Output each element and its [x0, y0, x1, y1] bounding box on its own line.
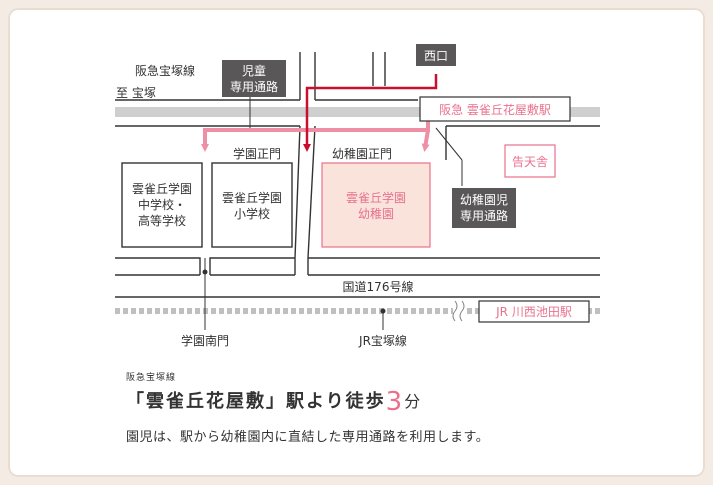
svg-text:JR 川西池田駅: JR 川西池田駅: [495, 305, 572, 319]
route-from-west-exit: [303, 74, 438, 152]
svg-text:西口: 西口: [424, 49, 448, 63]
gakuen-main-gate-label: 学園正門: [233, 146, 281, 161]
child-path: [201, 113, 430, 152]
jr-station-box: [478, 300, 590, 323]
route-176-label: 国道176号線: [343, 279, 414, 294]
svg-text:専用通路: 専用通路: [460, 208, 508, 223]
access-note: 園児は、駅から幼稚園内に直結した専用通路を利用します。: [126, 430, 490, 445]
svg-text:幼稚園児: 幼稚園児: [460, 193, 508, 207]
hankyu-line-label: 阪急宝塚線: [135, 63, 195, 78]
svg-text:児童: 児童: [242, 63, 266, 78]
svg-text:告天舎: 告天舎: [512, 155, 548, 169]
middle-high-school-block: [121, 162, 203, 248]
hankyu-station-box: [419, 96, 571, 122]
to-takarazuka-label: 至 宝塚: [116, 86, 156, 100]
walk-minutes: 3: [385, 387, 405, 417]
svg-text:小学校: 小学校: [234, 206, 270, 221]
kindergarten-path-tag: [452, 188, 516, 228]
walk-time-headline: 「雲雀丘花屋敷」駅より徒歩3分: [126, 387, 423, 417]
svg-text:高等学校: 高等学校: [138, 213, 186, 228]
svg-text:阪急 雲雀丘花屋敷駅: 阪急 雲雀丘花屋敷駅: [439, 102, 551, 117]
jr-line-label: JR宝塚線: [358, 333, 407, 348]
kindergarten-gate-label: 幼稚園正門: [332, 147, 392, 161]
hankyu-rail: [115, 107, 600, 117]
line-name-label: 阪急宝塚線: [126, 373, 177, 383]
west-exit-tag: [416, 44, 456, 66]
elementary-school-block: [211, 162, 293, 248]
svg-text:雲雀丘学園: 雲雀丘学園: [346, 190, 406, 205]
access-map: 阪急宝塚線 至 宝塚 児童 専用通路 西口 阪急 雲雀丘花屋敷駅 学園正門 幼稚…: [115, 44, 600, 348]
kindergarten-block: [321, 162, 431, 248]
south-gate-label: 学園南門: [181, 333, 229, 348]
svg-text:幼稚園: 幼稚園: [358, 207, 394, 221]
child-path-tag: [222, 60, 286, 97]
svg-text:中学校・: 中学校・: [138, 197, 186, 212]
svg-text:雲雀丘学園: 雲雀丘学園: [222, 190, 282, 205]
svg-text:雲雀丘学園: 雲雀丘学園: [132, 181, 192, 196]
roads: [115, 52, 600, 298]
access-map-card: 阪急宝塚線 至 宝塚 児童 専用通路 西口 阪急 雲雀丘花屋敷駅 学園正門 幼稚…: [8, 8, 705, 477]
svg-text:専用通路: 専用通路: [230, 79, 278, 94]
kokutensha-box: [504, 144, 556, 178]
